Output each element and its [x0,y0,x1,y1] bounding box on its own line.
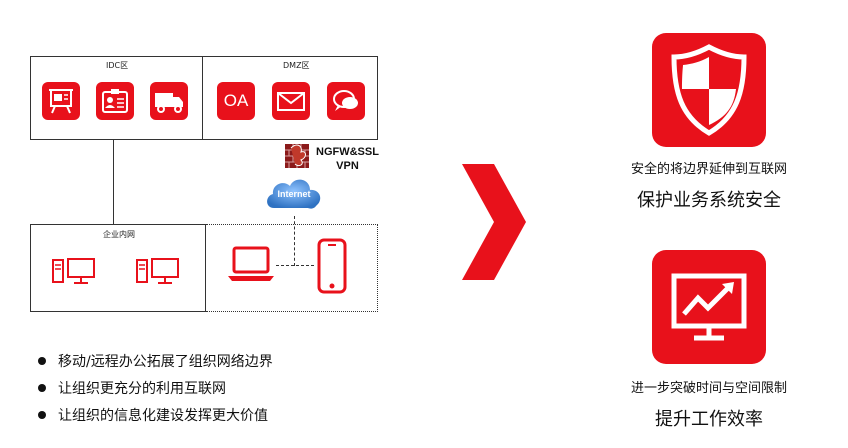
chat-icon [327,82,365,120]
bullet-item: 移动/远程办公拓展了组织网络边界 [38,351,273,371]
remote-access-box [206,224,378,312]
bullet-text: 让组织的信息化建设发挥更大价值 [58,408,268,424]
bullet-dot [38,357,46,365]
smartphone-icon [316,238,348,294]
firewall-label-line1: NGFW&SSL [316,146,379,158]
idc-zone-label: IDC区 [106,61,129,70]
firewall-label: NGFW&SSL VPN [316,145,379,173]
internet-label: Internet [277,189,311,199]
benefit-subtitle: 保护业务系统安全 [637,190,781,211]
benefit-title: 进一步突破时间与空间限制 [630,381,787,396]
oa-icon: OA [217,82,255,120]
firewall-label-line2: VPN [336,160,359,172]
benefit-title: 安全的将边界延伸到互联网 [630,162,787,177]
truck-icon [150,82,188,120]
network-diagram: IDC区 DMZ区 [0,0,400,330]
bullet-item: 让组织的信息化建设发挥更大价值 [38,405,268,425]
growth-monitor-icon [652,250,766,364]
bullet-text: 移动/远程办公拓展了组织网络边界 [58,354,273,370]
intranet-box [30,224,206,312]
shield-icon [652,33,766,147]
device-link-line [276,265,314,266]
zone-divider [202,56,203,140]
desktop-computer-icon [52,256,100,286]
cloud-link-line [294,216,295,266]
benefit-subtitle: 提升工作效率 [655,409,763,430]
connection-line [113,140,114,224]
mail-icon [272,82,310,120]
id-card-icon [96,82,134,120]
bullet-dot [38,384,46,392]
dmz-zone-label: DMZ区 [283,61,310,70]
desktop-computer-icon [136,256,184,286]
oa-label: OA [223,91,249,110]
chevron-right-icon [458,160,530,284]
presentation-icon [42,82,80,120]
bullet-item: 让组织更充分的利用互联网 [38,378,226,398]
bullet-dot [38,411,46,419]
datacenter-box [30,56,378,140]
firewall-icon [283,140,313,170]
bullet-text: 让组织更充分的利用互联网 [58,381,226,397]
internet-cloud-icon: Internet [262,172,326,216]
laptop-icon [226,244,276,284]
intranet-zone-label: 企业内网 [103,230,135,239]
